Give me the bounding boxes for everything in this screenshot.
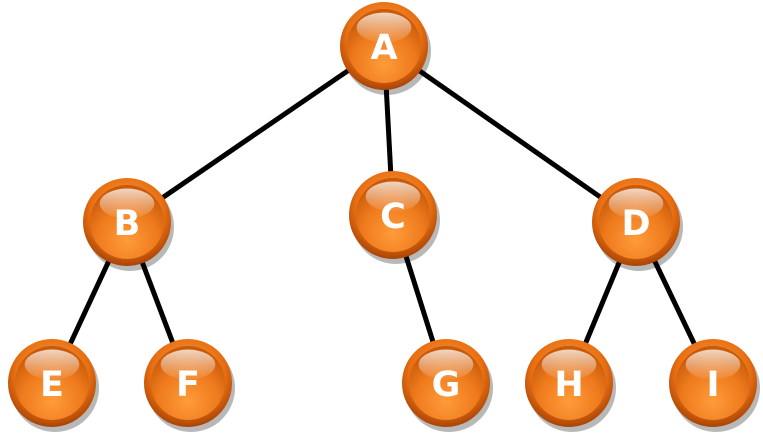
node-label-g: G (432, 365, 461, 405)
node-a: A (340, 2, 431, 95)
node-b: B (83, 178, 174, 271)
edge-a-d (381, 43, 639, 225)
node-label-d: D (621, 204, 650, 244)
node-label-h: H (554, 365, 583, 405)
node-gloss (608, 188, 664, 219)
node-gloss (541, 349, 597, 380)
node-label-b: B (114, 204, 141, 244)
node-f: F (144, 339, 235, 432)
node-label-e: E (40, 365, 64, 405)
node-gloss (356, 12, 412, 43)
node-gloss (685, 349, 741, 380)
node-h: H (525, 339, 616, 432)
node-gloss (24, 349, 80, 380)
node-label-f: F (176, 365, 200, 405)
nodes-layer: A B C D E F G H I (8, 2, 760, 432)
node-gloss (418, 349, 474, 380)
node-label-i: I (706, 365, 719, 405)
node-d: D (592, 178, 683, 271)
node-label-c: C (380, 197, 406, 237)
node-g: G (402, 339, 493, 432)
node-gloss (160, 349, 216, 380)
node-label-a: A (370, 28, 397, 68)
node-gloss (365, 181, 421, 212)
edge-a-b (124, 43, 387, 225)
node-c: C (349, 171, 440, 264)
node-gloss (99, 188, 155, 219)
node-i: I (669, 339, 760, 432)
node-e: E (8, 339, 99, 432)
